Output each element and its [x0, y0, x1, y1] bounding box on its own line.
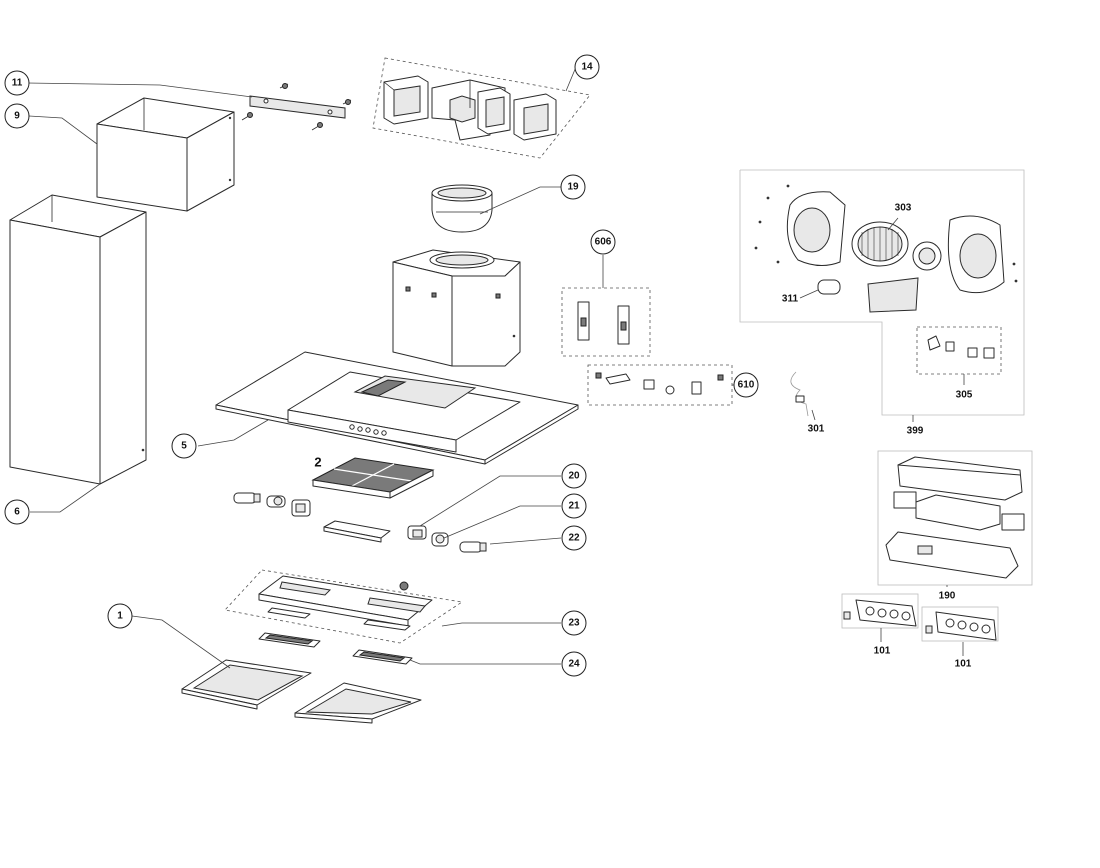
callout-24: 24 — [561, 651, 587, 677]
callout-5: 5 — [171, 433, 197, 459]
callout-11: 11 — [4, 70, 30, 96]
motor-housing — [392, 249, 521, 367]
part-14-duct-adapters — [372, 57, 591, 159]
label-190: 190 — [939, 591, 956, 602]
label-303: 303 — [895, 203, 912, 214]
callout-606: 606 — [590, 229, 616, 255]
callout-1-text: 1 — [117, 611, 123, 622]
callout-19: 19 — [560, 174, 586, 200]
part-11-bracket — [241, 83, 352, 131]
part-101-control-panels — [841, 593, 999, 642]
callout-9: 9 — [4, 103, 30, 129]
callout-14: 14 — [574, 54, 600, 80]
callout-24-text: 24 — [568, 659, 580, 670]
label-2: 2 — [314, 455, 321, 470]
callout-21-text: 21 — [568, 501, 580, 512]
light-fittings — [233, 492, 487, 553]
part-610-small-parts — [587, 364, 733, 406]
part-606-clips — [561, 287, 651, 357]
callout-5-text: 5 — [181, 441, 187, 452]
callout-610-text: 610 — [738, 380, 755, 391]
label-399: 399 — [907, 426, 924, 437]
part-5-hood-canopy — [215, 351, 579, 465]
label-311: 311 — [782, 294, 799, 305]
callout-11-text: 11 — [12, 78, 23, 89]
part-399-blower-assembly — [739, 169, 1025, 416]
part-19-duct-collar — [431, 184, 493, 233]
callout-6-text: 6 — [14, 507, 20, 518]
part-6-lower-chimney — [9, 194, 147, 485]
callout-22-text: 22 — [568, 533, 580, 544]
callout-19-text: 19 — [567, 182, 579, 193]
label-101-left: 101 — [874, 646, 891, 657]
callout-610: 610 — [733, 372, 759, 398]
callout-9-text: 9 — [14, 111, 20, 122]
callout-21: 21 — [561, 493, 587, 519]
callout-20: 20 — [561, 463, 587, 489]
part-190-control-box — [877, 450, 1033, 586]
callout-20-text: 20 — [568, 471, 580, 482]
callout-14-text: 14 — [581, 62, 593, 73]
label-301: 301 — [808, 424, 825, 435]
part-2-carbon-filter — [311, 457, 435, 499]
label-101-right: 101 — [955, 659, 972, 670]
part-9-upper-chimney — [96, 97, 235, 212]
callout-606-text: 606 — [595, 237, 612, 248]
part-1-grease-filters — [181, 659, 422, 724]
callout-23-text: 23 — [568, 618, 580, 629]
callout-22: 22 — [561, 525, 587, 551]
part-23-lower-panel — [224, 569, 464, 644]
label-305: 305 — [956, 390, 973, 401]
part-301-cable — [790, 371, 809, 417]
callout-1: 1 — [107, 603, 133, 629]
callout-6: 6 — [4, 499, 30, 525]
part-24-filter-trims — [258, 632, 413, 665]
leader-lines — [26, 66, 965, 669]
callout-23: 23 — [561, 610, 587, 636]
